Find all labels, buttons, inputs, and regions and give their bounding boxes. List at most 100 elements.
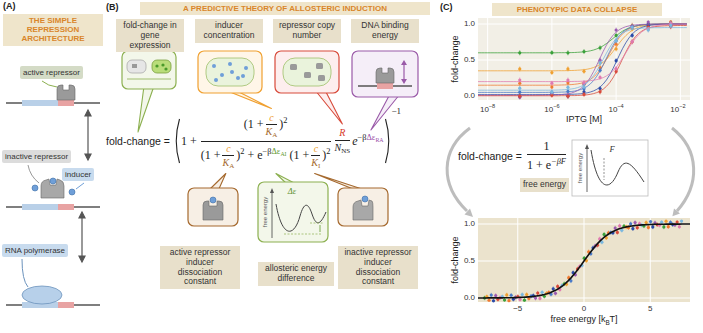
callout-bubble [316,63,323,69]
equation-term: c [314,143,318,154]
leader-line [42,81,57,87]
equation-part: (1 +cKA)2 [244,117,288,131]
dose-response-plot [566,90,569,93]
callout-bubble [401,79,407,84]
callout-bubble [241,74,245,78]
energy-inset [572,140,648,196]
dose-response-plot [550,91,553,94]
collapse-plot [503,298,506,301]
axis-title: free energy [kBT] [550,315,617,326]
dose-response-plot [550,86,553,89]
callout-bubble [244,66,248,70]
tick-label: −2 [679,103,685,109]
equilibrium-arrow [85,110,91,116]
callout-bubble [377,83,393,89]
callout-box: active repressor inducer dissociation co… [160,246,240,289]
equation-term: (1 + [244,117,264,131]
dose-response-plot [615,28,618,31]
equation-term: K [266,126,273,137]
fraction: RNNS [335,127,351,155]
leader-line [22,259,28,287]
equation-term: −β [263,147,272,156]
equation-term: c [269,112,273,123]
dose-response-plot [478,26,687,96]
callout-bubble [188,188,238,226]
callout-bubble [155,64,158,67]
collapse-plot [525,293,528,296]
callout-box: allosteric energy difference [258,262,334,286]
label-box: inducer [62,168,94,181]
fraction: cKA [266,112,278,140]
equilibrium-arrow [79,256,85,262]
dose-response-plot [598,61,601,64]
equation-part: c [226,143,230,156]
dose-response-plot [615,34,618,37]
equation-part: A [229,162,234,170]
equation-term: e [352,134,357,148]
callout-bubble [132,64,137,68]
equation-part: KA [222,155,234,170]
callout-bubble [127,79,171,80]
dose-response-plot [478,24,687,92]
callout-bubble [290,64,297,70]
equilibrium-arrow [87,115,88,155]
box-text: active repressor [23,68,80,77]
callout-box: free energy [520,178,569,192]
collapse-plot [680,219,683,222]
collapse-plot [492,299,495,302]
equation-term: Δε [366,133,375,142]
collapse-arrow [672,128,694,211]
callout-tail [315,90,342,124]
collapse-plot [667,225,670,228]
tick-label: 10−2 [670,103,685,114]
collapse-plot [647,226,650,229]
equation-term: 2 [240,147,244,156]
dose-response-plot [631,40,634,43]
tick-label: −6 [553,103,559,109]
dose-response-plot [631,34,634,37]
equation-term: AI [280,151,286,157]
panel-letter: (B) [106,3,119,13]
panel-title: PHENOTYPIC DATA COLLAPSE [492,3,662,16]
parenthesis [173,118,181,164]
equation-part: 2 [326,147,330,156]
tick-label: 1.0 [464,220,475,229]
equilibrium-arrow [79,110,91,262]
collapse-plot [649,220,652,223]
equilibrium-arrow [81,217,82,257]
equation-part: (1 +cKA)2+ e−βΔεAI(1 +cKI)2 [201,141,331,171]
equation-part: −βΔεAI [263,147,287,156]
label-box: inactive repressor [2,150,71,163]
equation-term: fold-change = [458,150,522,162]
dose-response-plot [680,18,681,100]
equilibrium-arrow [85,154,91,160]
equation-term: 1 + [181,134,197,148]
callout-bubble [290,63,325,81]
equation-part: −βΔεRA [358,133,384,142]
equation-term: I [318,162,320,170]
panel-title: A PREDICTIVE THEORY OF ALLOSTERIC INDUCT… [140,2,430,15]
equation-part: NS [341,147,350,155]
dose-response-plot [631,40,634,43]
dose-response-plot [598,61,601,64]
equation-part: I [318,162,320,170]
callout-bubble [203,201,223,220]
callout-bubble [338,188,388,226]
callout-bubble [228,62,232,66]
energy-inset [604,158,605,180]
dose-response-plot [615,39,618,42]
dose-response-plot [582,50,585,53]
dose-response-plot [566,94,569,97]
dose-response-plot [566,51,569,54]
equilibrium-arrow [79,212,85,218]
dose-response-plot [566,67,569,70]
dose-response-plot [566,86,569,89]
collapse-plot [645,221,648,224]
collapse-arrow [447,128,470,211]
axis-title: free energy [k [550,314,605,324]
dna-strand [6,100,100,308]
equation-term: fold-change = [106,135,170,147]
equation-part: (1 +cKA)2+ e−βΔεAI(1 +cKI)2 [201,148,331,162]
equation-part: RA [375,137,383,143]
collapse-plot [538,297,541,300]
